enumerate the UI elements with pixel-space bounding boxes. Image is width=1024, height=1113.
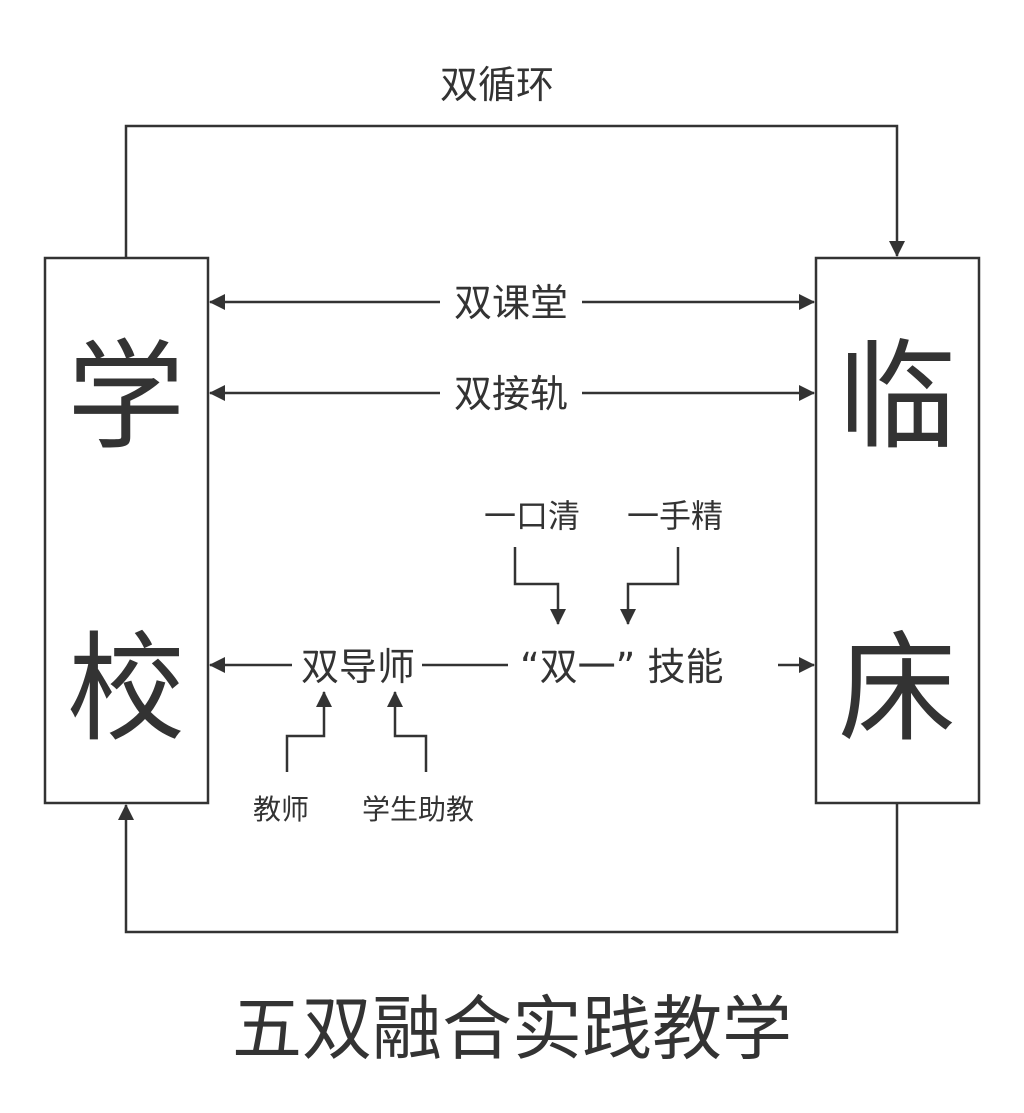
double-mentor-label: 双导师: [301, 645, 415, 689]
double-cycle-top-arrow: [124, 124, 905, 258]
double-classroom-label: 双课堂: [454, 281, 568, 325]
teacher-arrow: [285, 691, 332, 772]
double-cycle-bottom-arrow: [118, 803, 899, 934]
school-char-2: 校: [67, 620, 185, 758]
double-one-skill-label: “双一” 技能: [520, 645, 723, 689]
clear-speech-label: 一口清: [484, 497, 580, 535]
clinic-char-2: 床: [838, 620, 956, 758]
clinic-char-1: 临: [838, 328, 956, 466]
student-assistant-label: 学生助教: [362, 793, 474, 826]
double-connection-label: 双接轨: [454, 372, 568, 416]
diagram-title: 五双融合实践教学: [232, 988, 792, 1070]
school-char-1: 学: [67, 328, 185, 466]
student-assistant-arrow: [387, 691, 428, 772]
double-cycle-label: 双循环: [440, 63, 554, 107]
clear-speech-arrow: [513, 547, 566, 625]
skilled-hand-arrow: [620, 547, 680, 625]
skilled-hand-label: 一手精: [627, 497, 723, 535]
teacher-label: 教师: [253, 793, 309, 826]
